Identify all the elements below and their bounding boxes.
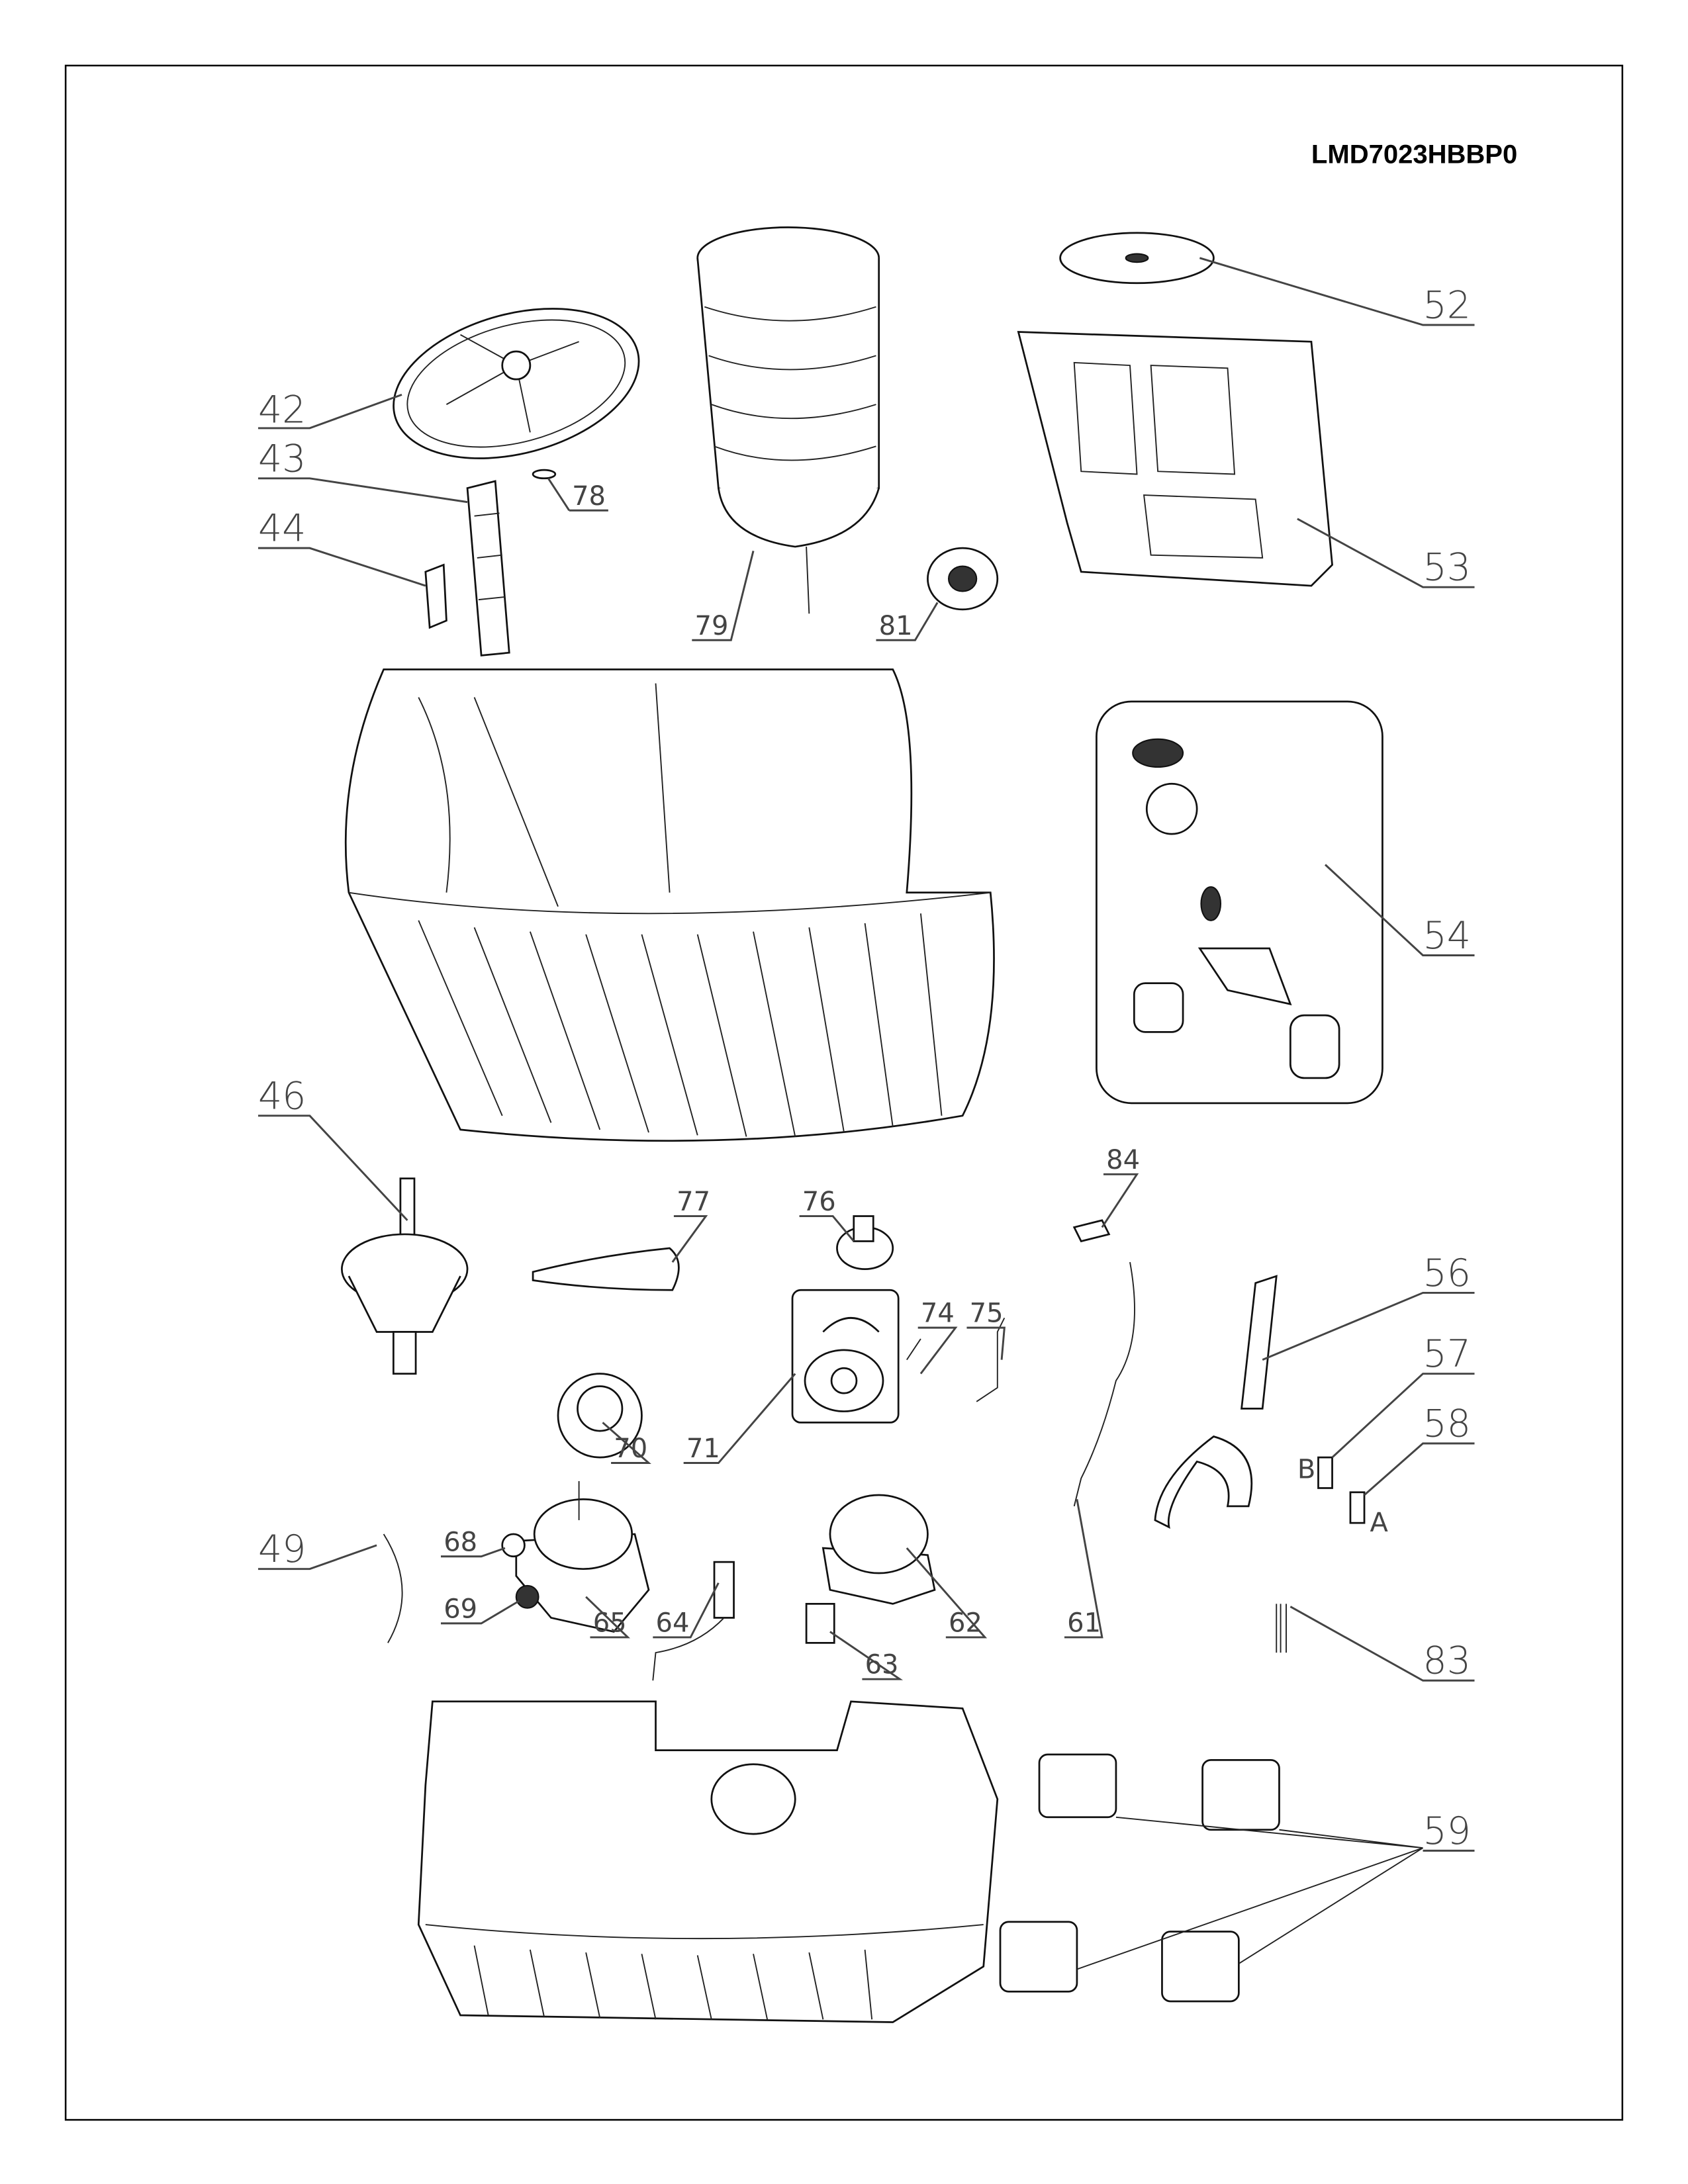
- part-64-sensor: [652, 1561, 735, 1681]
- part-56-drain-hose: [1154, 1275, 1278, 1529]
- label-69: 69: [444, 1594, 477, 1624]
- part-77-belt: [532, 1247, 680, 1291]
- part-62-drain-motor: [821, 1494, 936, 1605]
- part-43-lint-filter: [466, 480, 510, 657]
- label-61: 61: [1067, 1608, 1101, 1639]
- part-71-brake-kit: [791, 1289, 900, 1424]
- part-65-motor: [515, 1480, 650, 1633]
- label-53: 53: [1423, 546, 1471, 590]
- label-42: 42: [258, 388, 306, 432]
- label-75: 75: [970, 1298, 1004, 1329]
- label-52: 52: [1423, 283, 1471, 327]
- part-54-valve-assembly: [1096, 700, 1383, 1105]
- part-49-wire: [383, 1533, 403, 1643]
- label-78: 78: [572, 481, 606, 512]
- part-63-pump: [805, 1603, 835, 1644]
- svg-text:A: A: [1370, 1508, 1388, 1538]
- label-54: 54: [1423, 914, 1471, 958]
- label-68: 68: [444, 1527, 477, 1557]
- part-42-pulsator: [393, 308, 640, 459]
- part-61-wire-harness: [1073, 1261, 1135, 1507]
- label-44: 44: [258, 507, 306, 551]
- label-74: 74: [921, 1298, 955, 1329]
- part-57-connector-b: B: [1297, 1455, 1333, 1489]
- label-49: 49: [258, 1527, 306, 1571]
- label-65: 65: [593, 1608, 627, 1639]
- svg-text:B: B: [1297, 1455, 1315, 1485]
- outer-tub: [344, 668, 995, 1142]
- part-74-75-wires: [906, 1317, 1006, 1402]
- label-79: 79: [695, 611, 729, 641]
- base-cabinet: [417, 1700, 999, 2023]
- label-77: 77: [677, 1187, 710, 1217]
- part-78-seal: [532, 469, 557, 480]
- part-76-capacitor-knob: [836, 1215, 894, 1270]
- part-70-pulley: [557, 1373, 643, 1459]
- part-52-cover: [1059, 232, 1215, 285]
- label-56: 56: [1423, 1251, 1471, 1295]
- label-70: 70: [614, 1433, 647, 1464]
- label-71: 71: [686, 1433, 720, 1464]
- label-59: 59: [1423, 1809, 1471, 1853]
- part-68-nut: [501, 1533, 526, 1558]
- part-81-bearing: [927, 547, 999, 611]
- label-64: 64: [656, 1608, 690, 1639]
- model-number: LMD7023HBBP0: [1311, 140, 1517, 169]
- label-46: 46: [258, 1074, 306, 1118]
- callout-labels: 42 43 44 78 79 81 52 53 54 46 77 76 74 7…: [258, 257, 1475, 1853]
- label-76: 76: [802, 1187, 836, 1217]
- part-59-foot-blocks: [999, 1753, 1424, 2003]
- part-58-connector-a: A: [1349, 1491, 1388, 1538]
- label-81: 81: [879, 611, 913, 641]
- label-84: 84: [1106, 1145, 1140, 1175]
- part-69-nut: [515, 1584, 539, 1609]
- page-border: [64, 64, 1624, 2121]
- label-62: 62: [949, 1608, 982, 1639]
- label-58: 58: [1423, 1402, 1471, 1445]
- label-57: 57: [1423, 1332, 1471, 1376]
- part-44-clip: [424, 563, 447, 629]
- part-84-clip: [1072, 1219, 1111, 1243]
- part-46-clutch-assembly: [341, 1177, 469, 1375]
- label-43: 43: [258, 437, 306, 480]
- part-83-wires: [1276, 1604, 1287, 1653]
- label-83: 83: [1423, 1639, 1471, 1683]
- part-53-top-panel: [1017, 331, 1333, 587]
- part-79-wash-drum: [696, 226, 880, 614]
